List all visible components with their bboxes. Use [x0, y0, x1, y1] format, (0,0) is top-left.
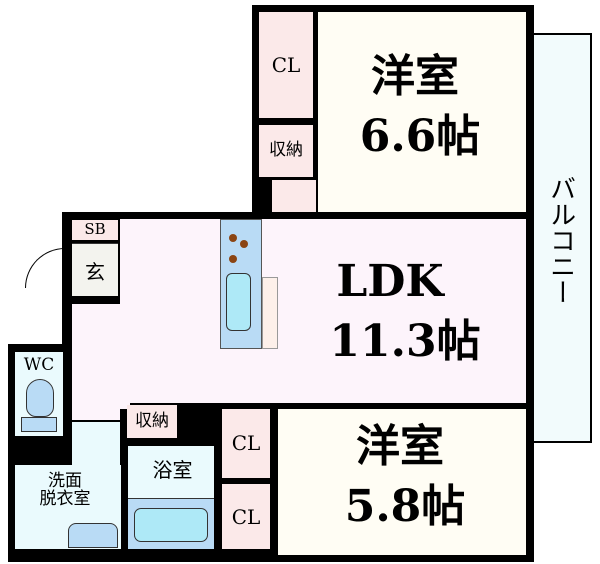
- bedroom-1: [318, 12, 526, 212]
- bathtub-basin-icon: [134, 508, 208, 542]
- entry-door[interactable]: [25, 248, 65, 288]
- sink-icon: [226, 273, 251, 331]
- closet-bottom-2: [222, 484, 270, 549]
- closet-bottom-1: [222, 409, 270, 478]
- ldk: [127, 219, 526, 403]
- closet-bottom-2-label: CL: [231, 504, 261, 529]
- storage-top-label: 収納: [269, 140, 303, 161]
- stove-icon: [229, 255, 237, 263]
- closet-top: [259, 12, 313, 118]
- bedroom-2-size: 5.8帖: [344, 481, 466, 533]
- wc-label: WC: [23, 355, 55, 376]
- hallway: [72, 304, 120, 420]
- shoe-box: [72, 220, 118, 240]
- ldk-name: LDK: [336, 256, 444, 308]
- closet-bottom-1-label: CL: [231, 430, 261, 455]
- storage-top: [259, 125, 313, 177]
- balcony-label: バルコニー: [545, 175, 576, 305]
- closet-top-label: CL: [271, 52, 301, 77]
- washroom-label: 洗面 脱衣室: [39, 471, 91, 509]
- storage-mid: [127, 405, 177, 438]
- bedroom-2: [278, 409, 526, 555]
- toilet-icon: [26, 379, 54, 417]
- entrance: [72, 243, 118, 296]
- shoe-box-label: SB: [84, 220, 106, 239]
- stove-icon: [240, 240, 248, 248]
- bedroom-1-name: 洋室: [371, 51, 459, 103]
- bathroom-label: 浴室: [152, 457, 193, 482]
- entrance-label: 玄: [85, 259, 105, 284]
- stove-icon: [229, 234, 237, 242]
- bedroom-1-size: 6.6帖: [359, 111, 481, 163]
- storage-mid-label: 収納: [135, 411, 169, 432]
- toilet-tank-icon: [21, 417, 57, 432]
- ldk-size: 11.3帖: [329, 316, 481, 368]
- washbasin-icon: [68, 523, 118, 548]
- bedroom-2-name: 洋室: [356, 421, 444, 473]
